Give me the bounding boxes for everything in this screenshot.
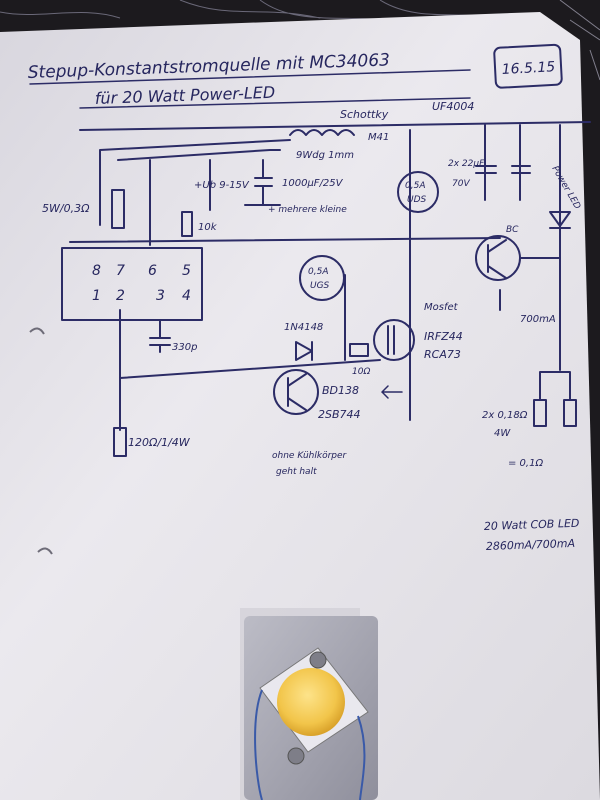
led-wires — [254, 689, 366, 800]
led-emitter — [277, 668, 345, 736]
cap-1000-label: 1000µF/25V — [282, 178, 344, 189]
svg-text:BD138: BD138 — [322, 384, 359, 397]
diode-1n4148: 1N4148 — [284, 322, 323, 361]
output-capacitors: 2x 22µF 70V — [448, 159, 531, 189]
mosfet-symbol: Mosfet IRFZ44 RCA73 — [373, 302, 463, 361]
svg-text:0,5A: 0,5A — [405, 181, 425, 191]
uf4004-label: UF4004 — [432, 100, 474, 113]
svg-text:2SB744: 2SB744 — [318, 408, 361, 421]
ub-label: +Ub 9-15V — [194, 180, 250, 191]
resistor-10r: 10Ω — [349, 343, 370, 377]
resistor-120r: 120Ω/1/4W — [113, 427, 191, 457]
transistor-bc: BC — [475, 225, 521, 281]
screw-bottom — [287, 747, 305, 765]
svg-text:10Ω: 10Ω — [352, 367, 370, 377]
ic-mc34063: 8 7 6 5 1 2 3 4 — [61, 247, 203, 321]
svg-text:= 0,1Ω: = 0,1Ω — [508, 458, 543, 469]
sense-resistors: 2x 0,18Ω 4W = 0,1Ω 700mA — [482, 314, 577, 469]
inductor-coil: 9Wdg 1mm M41 — [289, 129, 389, 161]
ic-pin-2: 2 — [116, 288, 125, 304]
cap-1000b-label: + mehrere kleine — [268, 205, 347, 215]
resistor-pin7-label: 5W/0,3Ω — [42, 202, 90, 215]
svg-text:700mA: 700mA — [520, 314, 556, 325]
timing-cap: 330p — [149, 319, 197, 353]
svg-text:RCA73: RCA73 — [424, 348, 461, 361]
cob-led-module — [240, 608, 378, 800]
ic-pin-7: 7 — [116, 263, 125, 279]
led-rating-line1: 20 Watt COB LED — [484, 517, 580, 533]
ic-pin-5: 5 — [182, 263, 191, 279]
svg-text:ohne Kühlkörper: ohne Kühlkörper — [272, 451, 348, 461]
measure-circle-2: 0,5A UDS — [397, 171, 439, 213]
ic-pin-6: 6 — [148, 263, 157, 279]
measure-circle-1: 0,5A UGS — [299, 255, 345, 301]
punch-holes — [29, 327, 53, 555]
screw-top — [309, 651, 327, 669]
resistor-pin7: 5W/0,3Ω — [42, 189, 125, 229]
svg-text:Mosfet: Mosfet — [424, 302, 459, 313]
ic-pin-3: 3 — [156, 288, 165, 304]
svg-text:120Ω/1/4W: 120Ω/1/4W — [128, 436, 191, 449]
coil-label2: M41 — [368, 132, 389, 143]
ic-pin-8: 8 — [92, 263, 101, 279]
date-box — [493, 43, 563, 89]
res-10k-label: 10k — [198, 222, 218, 233]
cap-2x-v-label: 70V — [452, 179, 470, 189]
svg-text:geht halt: geht halt — [276, 467, 317, 477]
cap-2x-label: 2x 22µF — [448, 159, 485, 169]
ic-pin-1: 1 — [92, 288, 101, 304]
title-date: 16.5.15 — [501, 59, 555, 78]
svg-text:2x 0,18Ω: 2x 0,18Ω — [482, 410, 528, 421]
svg-text:UDS: UDS — [407, 195, 427, 205]
svg-text:1N4148: 1N4148 — [284, 322, 323, 333]
svg-text:0,5A: 0,5A — [308, 267, 328, 277]
svg-text:UGS: UGS — [310, 281, 330, 291]
svg-text:330p: 330p — [172, 342, 197, 353]
supply-section: +Ub 9-15V 10k 1000µF/25V + mehrere klein… — [181, 159, 347, 237]
ic-pin-4: 4 — [182, 288, 191, 304]
svg-text:IRFZ44: IRFZ44 — [424, 330, 463, 343]
transistor-bd138: BD138 2SB744 ohne Kühlkörper geht halt — [272, 369, 403, 477]
coil-label: 9Wdg 1mm — [296, 150, 354, 161]
svg-text:4W: 4W — [494, 428, 511, 439]
circuit-wires — [69, 121, 591, 431]
led-rating-line2: 2860mA/700mA — [486, 537, 576, 553]
svg-text:BC: BC — [506, 225, 519, 235]
schottky-label: Schottky — [340, 108, 389, 121]
